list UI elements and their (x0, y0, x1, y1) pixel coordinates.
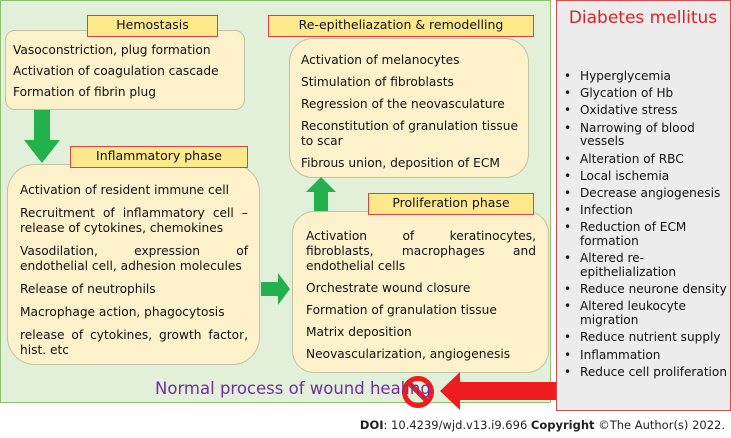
proliferation-item: Orchestrate wound closure (306, 281, 471, 295)
proliferation-item: Neovascularization, angiogenesis (306, 347, 511, 361)
diabetes-factor: Altered leukocyte migration (557, 300, 729, 328)
proliferation-items: Activation of keratinocytes, fibroblasts… (306, 229, 536, 362)
proliferation-item: fibroblasts, macrophages and (306, 244, 536, 258)
diabetes-factor: Glycation of Hb (557, 86, 729, 101)
down-arrow-icon (24, 110, 60, 163)
reepithelialization-item: Regression of the neovasculature (301, 97, 505, 111)
inflammatory-item: hist. etc (20, 343, 69, 357)
proliferation-box (292, 211, 549, 373)
reepithelialization-item: Reconstitution of granulation tissue (301, 119, 518, 133)
proliferation-item: Matrix deposition (306, 325, 412, 339)
diabetes-factor-list: Hyperglycemia Glycation of Hb Oxidative … (557, 69, 729, 380)
hemostasis-box (5, 30, 245, 110)
diabetes-factor: Hyperglycemia (557, 69, 729, 84)
proliferation-item: Formation of granulation tissue (306, 303, 497, 317)
diabetes-factor: Reduce nutrient supply (557, 331, 729, 345)
diabetes-factor: Oxidative stress (557, 104, 729, 118)
diabetes-factor: Alteration of RBC (557, 152, 729, 167)
proliferation-item: Activation of keratinocytes, (306, 229, 536, 243)
diabetes-factor: Local ischemia (557, 169, 729, 184)
hemostasis-items: Vasoconstriction, plug formation Activat… (13, 43, 243, 100)
inflammatory-item: release of cytokines, chemokines (20, 221, 224, 235)
hemostasis-item: Vasoconstriction, plug formation (13, 43, 211, 57)
diabetes-factor: Narrowing of blood vessels (557, 121, 729, 150)
reepithelialization-item: Stimulation of fibroblasts (301, 75, 454, 89)
diabetes-panel: Diabetes mellitus Hyperglycemia Glycatio… (556, 0, 731, 411)
inflammatory-item: Activation of resident immune cell (20, 183, 230, 197)
copyright-label: Copyright (530, 418, 595, 432)
up-arrow-icon (306, 177, 336, 211)
hemostasis-item: Activation of coagulation cascade (13, 64, 219, 78)
normal-process-label: Normal process of wound healing (155, 379, 431, 398)
proliferation-title: Proliferation phase (368, 193, 534, 215)
inflammatory-item: Release of neutrophils (20, 282, 156, 296)
prohibition-icon (402, 376, 434, 408)
citation-footer: DOI: 10.4239/wjd.v13.i9.696 Copyright ©T… (360, 418, 725, 432)
diabetes-factor: Inflammation (557, 348, 729, 363)
reepithelialization-items: Activation of melanocytes Stimulation of… (301, 53, 523, 171)
diabetes-factor: Reduction of ECM formation (557, 220, 729, 249)
doi-label: DOI (359, 418, 384, 432)
reepithelialization-item: Activation of melanocytes (301, 53, 460, 67)
diabetes-factor: Altered re-epithelialization (557, 251, 729, 280)
reepithelialization-box (289, 38, 529, 178)
doi-value: : 10.4239/wjd.v13.i9.696 (383, 418, 528, 432)
diabetes-factor: Reduce neurone density (557, 282, 729, 297)
inflammatory-item: endothelial cell, adhesion molecules (20, 259, 242, 273)
reepithelialization-title: Re-epitheliazation & remodelling (268, 15, 534, 37)
inflammatory-box (7, 164, 260, 365)
diabetes-factor: Decrease angiogenesis (557, 186, 729, 201)
diabetes-title: Diabetes mellitus (568, 8, 718, 28)
inflammatory-items: Activation of resident immune cell Recru… (20, 183, 248, 358)
inflammatory-item: release of cytokines, growth factor, (20, 328, 248, 342)
left-arrow-icon (440, 372, 557, 410)
inflammatory-title: Inflammatory phase (70, 146, 248, 168)
diabetes-factor: Reduce cell proliferation (557, 365, 729, 380)
right-arrow-icon (261, 273, 290, 305)
reepithelialization-item: to scar (301, 134, 343, 148)
inflammatory-item: Recruitment of inflammatory cell – (20, 206, 248, 220)
reepithelialization-item: Fibrous union, deposition of ECM (301, 156, 500, 170)
inflammatory-item: Vasodilation, expression of (20, 244, 248, 258)
copyright-value: ©The Author(s) 2022. (598, 418, 725, 432)
hemostasis-item: Formation of fibrin plug (13, 85, 157, 99)
inflammatory-item: Macrophage action, phagocytosis (20, 305, 225, 319)
proliferation-item: endothelial cells (306, 259, 406, 273)
hemostasis-title: Hemostasis (87, 15, 218, 37)
diabetes-factor: Infection (557, 203, 729, 218)
